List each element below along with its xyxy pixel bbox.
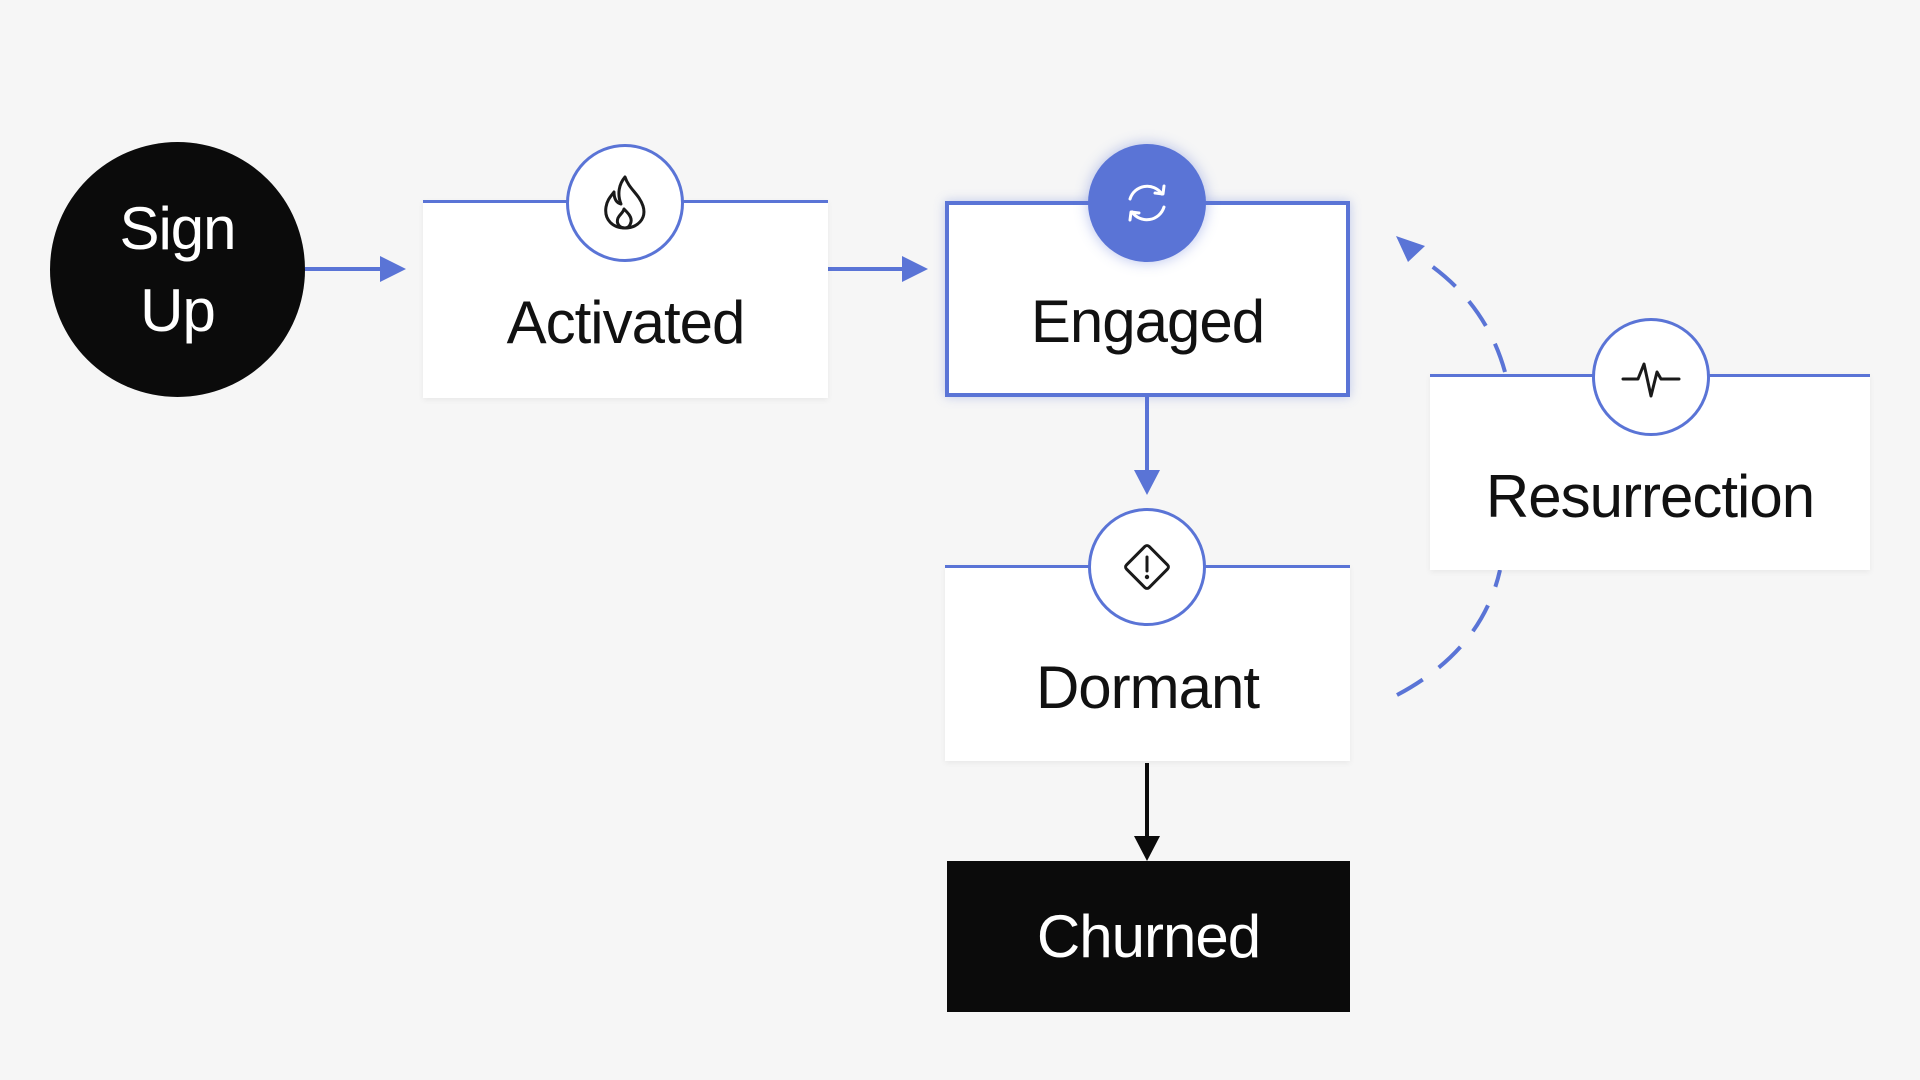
edge-resurrection-engaged [1418, 256, 1507, 373]
dormant-label: Dormant [1035, 654, 1260, 721]
arrowhead-resurrection-engaged [1396, 236, 1425, 262]
warning-diamond-icon [1124, 544, 1170, 590]
arrowhead-activated-engaged [902, 256, 928, 282]
churned-label: Churned [1036, 903, 1261, 970]
heartbeat-icon [1621, 362, 1681, 398]
activated-badge [566, 144, 684, 262]
resurrection-label: Resurrection [1485, 463, 1815, 530]
node-churned[interactable]: Churned [947, 861, 1350, 1012]
flame-icon [604, 175, 646, 230]
arrowhead-engaged-dormant [1134, 470, 1160, 495]
resurrection-badge [1592, 318, 1710, 436]
engaged-label: Engaged [1030, 288, 1265, 355]
engaged-badge [1088, 144, 1206, 262]
arrowhead-dormant-churned [1134, 836, 1160, 861]
sign-up-line1: Sign [119, 194, 236, 262]
activated-label: Activated [506, 289, 746, 356]
edge-dormant-resurrection [1396, 569, 1502, 697]
node-sign-up[interactable]: Sign Up [50, 142, 305, 397]
sign-up-line2: Up [140, 276, 216, 344]
arrowhead-signup-activated [380, 256, 406, 282]
dormant-badge [1088, 508, 1206, 626]
refresh-icon [1128, 184, 1166, 222]
